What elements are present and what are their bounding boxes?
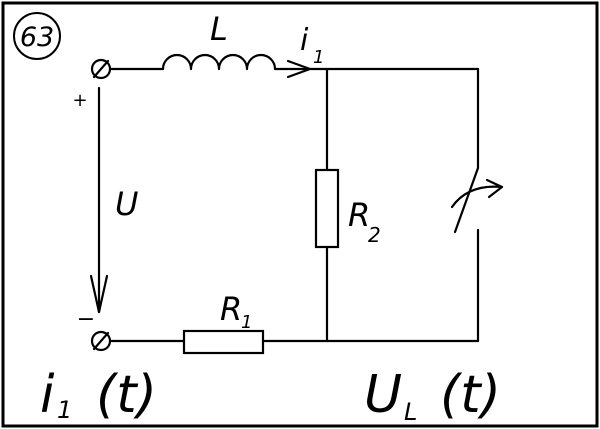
resistor-r1[interactable]: [182, 329, 265, 355]
r1-label-sub: 1: [241, 312, 252, 333]
problem-number: 63: [20, 22, 54, 53]
current-label: i: [300, 23, 309, 58]
voltage-label: U: [115, 185, 138, 223]
r2-label-sub: 2: [368, 223, 381, 247]
caption-left-arg: (t): [96, 365, 157, 425]
problem-number-circle: [13, 12, 61, 60]
caption-left-main: i: [40, 365, 55, 425]
r2-label: R: [348, 196, 370, 234]
switch-blade[interactable]: [453, 166, 480, 234]
terminal-top[interactable]: [90, 58, 112, 80]
inductor-coil[interactable]: [161, 53, 277, 71]
caption-right-arg: (t): [440, 365, 501, 425]
caption-left: i 1 (t): [40, 365, 157, 425]
caption-right: U L (t): [364, 365, 501, 426]
caption-left-sub: 1: [57, 396, 72, 424]
resistor-r2[interactable]: [314, 168, 340, 249]
terminal-bottom[interactable]: [90, 330, 112, 352]
current-arrow-icon: [286, 59, 312, 79]
switch-action-arc: [450, 185, 504, 209]
voltage-arrow-icon: [89, 274, 109, 314]
minus-label: −: [77, 307, 95, 332]
switch-arrow-icon: [485, 178, 504, 199]
caption-right-sub: L: [404, 398, 417, 426]
plus-label: +: [72, 90, 87, 111]
inductor-label: L: [210, 10, 228, 48]
caption-right-main: U: [364, 365, 402, 425]
problem-number-badge: 63: [13, 12, 61, 60]
r1-label: R: [220, 290, 242, 328]
current-label-sub: 1: [313, 47, 324, 68]
